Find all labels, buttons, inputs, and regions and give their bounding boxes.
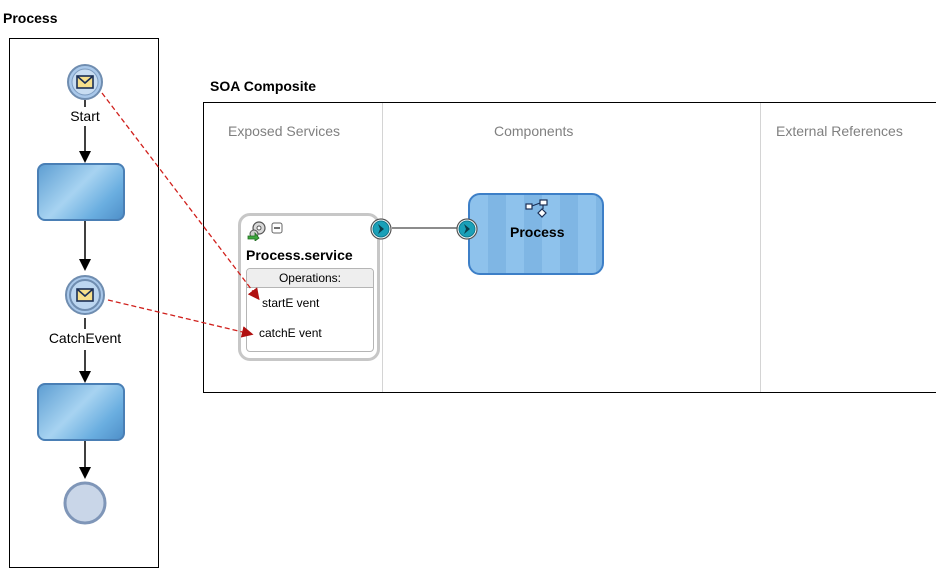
column-header-external-references: External References: [776, 123, 903, 139]
chevron-right-icon: [464, 224, 470, 234]
operation-start-event[interactable]: startE vent: [262, 296, 320, 310]
start-event-label: Start: [70, 108, 100, 124]
operation-catch-event[interactable]: catchE vent: [259, 326, 322, 340]
operations-header: Operations:: [247, 269, 373, 288]
soa-title: SOA Composite: [210, 78, 317, 94]
chevron-right-icon: [378, 224, 384, 234]
collapse-icon[interactable]: [271, 222, 283, 234]
catch-event[interactable]: [60, 270, 110, 320]
operations-box: Operations:: [246, 268, 374, 352]
column-divider-1: [382, 103, 383, 392]
process-title: Process: [3, 10, 58, 26]
gear-icon: [247, 221, 266, 241]
mapping-link-start-event: [101, 92, 260, 301]
component-port-icon[interactable]: [455, 217, 479, 241]
wire-service-to-component: [392, 227, 462, 229]
task-box-1[interactable]: [37, 163, 125, 221]
end-event[interactable]: [60, 478, 110, 528]
event-mapping-links: [101, 92, 260, 338]
bpmn-process-icon: [525, 199, 548, 218]
catch-event-label: CatchEvent: [48, 330, 122, 346]
column-header-components: Components: [494, 123, 574, 139]
process-flow-lines: [79, 100, 91, 479]
column-header-exposed-services: Exposed Services: [228, 123, 341, 139]
mapping-link-catch-event: [107, 299, 254, 338]
start-event[interactable]: [60, 57, 110, 107]
column-divider-2: [760, 103, 761, 392]
service-name: Process.service: [246, 247, 353, 263]
component-process[interactable]: [468, 193, 604, 275]
envelope-icon: [76, 75, 94, 89]
service-port-icon[interactable]: [369, 217, 393, 241]
task-box-2[interactable]: [37, 383, 125, 441]
envelope-icon: [76, 288, 94, 302]
soa-frame: [203, 102, 936, 393]
component-label: Process: [510, 224, 565, 240]
